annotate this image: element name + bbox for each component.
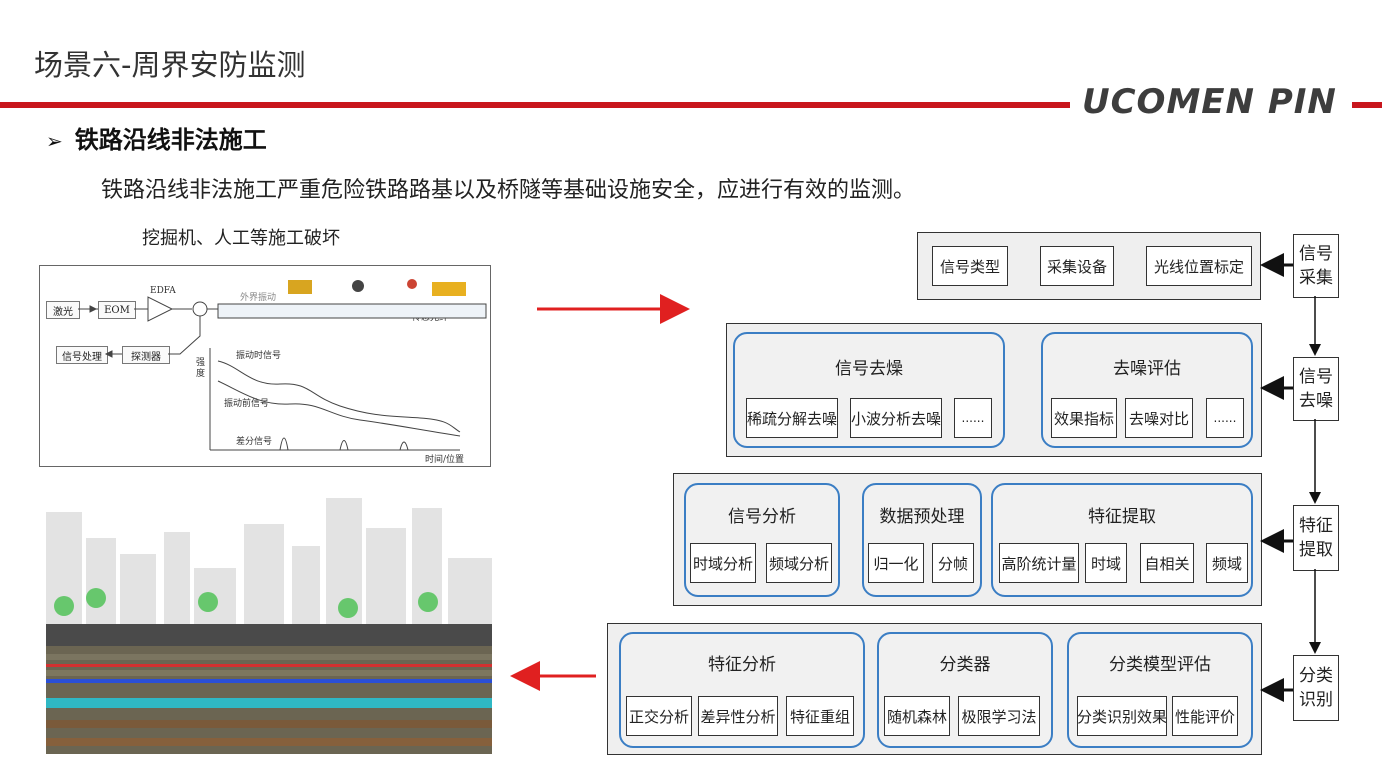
arrow-head-icon: [104, 350, 113, 358]
item-time-domain: 时域: [1085, 543, 1127, 583]
group-title: 信号分析: [728, 507, 796, 527]
intensity-label: 强度: [196, 358, 206, 379]
edfa-label: EDFA: [150, 286, 176, 296]
curve-before: [217, 380, 461, 437]
item-effect-index: 效果指标: [1051, 398, 1117, 438]
ground-section-illustration: [46, 498, 492, 754]
bullet-arrow-icon: ➢: [46, 129, 63, 153]
item-framing: 分帧: [932, 543, 974, 583]
item-more: ......: [1206, 398, 1244, 438]
worker-icon-2: [407, 279, 417, 289]
group-title: 分类模型评估: [1109, 655, 1211, 675]
curve-during: [217, 360, 461, 433]
sensing-fiber-bar: [217, 303, 487, 319]
worker-icon: [352, 280, 364, 292]
blue-cable-line: [46, 679, 492, 683]
tree-icons: [54, 588, 438, 618]
stage-signal-denoise: 信号去噪: [1293, 357, 1339, 421]
item-normalize: 归一化: [868, 543, 924, 583]
section-heading-text: 铁路沿线非法施工: [74, 126, 267, 154]
item-time-domain-analysis: 时域分析: [690, 543, 756, 583]
group-title: 分类器: [939, 655, 991, 675]
excavator-icon: [288, 280, 312, 294]
brand-logo: UCOMEN PIN: [1082, 82, 1337, 122]
time-position-label: 时间/位置: [425, 455, 465, 465]
laser-box: 激光: [46, 301, 80, 319]
item-freq-domain-analysis: 频域分析: [766, 543, 832, 583]
header-rule: [0, 102, 1070, 108]
curve-diff: [279, 437, 409, 451]
group-title: 数据预处理: [879, 507, 965, 527]
section-heading: ➢ 铁路沿线非法施工: [46, 120, 267, 155]
item-autocorrelation: 自相关: [1140, 543, 1194, 583]
detector-box: 探测器: [122, 346, 170, 364]
circulator-detector-link: [168, 316, 201, 355]
group-signal-analysis: 信号分析: [684, 483, 840, 597]
item-more: ......: [954, 398, 992, 438]
item-signal-type: 信号类型: [932, 246, 1008, 286]
group-title: 信号去燥: [835, 359, 903, 379]
stage-signal-acquisition: 信号采集: [1293, 234, 1339, 298]
item-wavelet-denoise: 小波分析去噪: [850, 398, 942, 438]
item-fiber-calibration: 光线位置标定: [1146, 246, 1252, 286]
group-title: 特征提取: [1088, 507, 1156, 527]
arrow-head-icon: [89, 305, 98, 313]
item-denoise-compare: 去噪对比: [1125, 398, 1193, 438]
item-performance-eval: 性能评价: [1172, 696, 1238, 736]
item-random-forest: 随机森林: [884, 696, 950, 736]
group-title: 去噪评估: [1113, 359, 1181, 379]
stage-feature-extraction: 特征提取: [1293, 505, 1339, 571]
signal-during-label: 振动时信号: [236, 351, 282, 361]
das-schematic: 激光 EOM EDFA 信号处理 探测器 外界振动 传感光纤 强度 振动时信号 …: [39, 265, 491, 467]
item-freq-domain: 频域: [1206, 543, 1248, 583]
item-difference-analysis: 差异性分析: [698, 696, 778, 736]
edfa-amplifier-icon: [147, 296, 174, 322]
schematic-drawing: [78, 279, 487, 451]
header-rule-right: [1352, 102, 1382, 108]
item-sparse-denoise: 稀疏分解去噪: [746, 398, 838, 438]
mixer-truck-icon: [432, 282, 466, 296]
scene-caption: 挖掘机、人工等施工破坏: [142, 228, 340, 249]
diff-signal-label: 差分信号: [236, 437, 273, 447]
page-title: 场景六-周界安防监测: [34, 48, 306, 82]
group-title: 特征分析: [708, 655, 776, 675]
eom-box: EOM: [98, 301, 136, 319]
item-higher-order-stats: 高阶统计量: [999, 543, 1079, 583]
item-feature-recombine: 特征重组: [786, 696, 854, 736]
item-extreme-learning: 极限学习法: [958, 696, 1040, 736]
item-classification-effect: 分类识别效果: [1077, 696, 1167, 736]
red-cable-line: [46, 664, 492, 667]
item-acq-device: 采集设备: [1040, 246, 1114, 286]
section-description: 铁路沿线非法施工严重危险铁路路基以及桥隧等基础设施安全，应进行有效的监测。: [101, 178, 916, 203]
item-orthogonal-analysis: 正交分析: [626, 696, 692, 736]
external-vibration-label: 外界振动: [240, 293, 277, 303]
stage-classification: 分类识别: [1293, 655, 1339, 721]
signal-before-label: 振动前信号: [224, 399, 270, 409]
cyan-pipe-line: [46, 698, 492, 708]
